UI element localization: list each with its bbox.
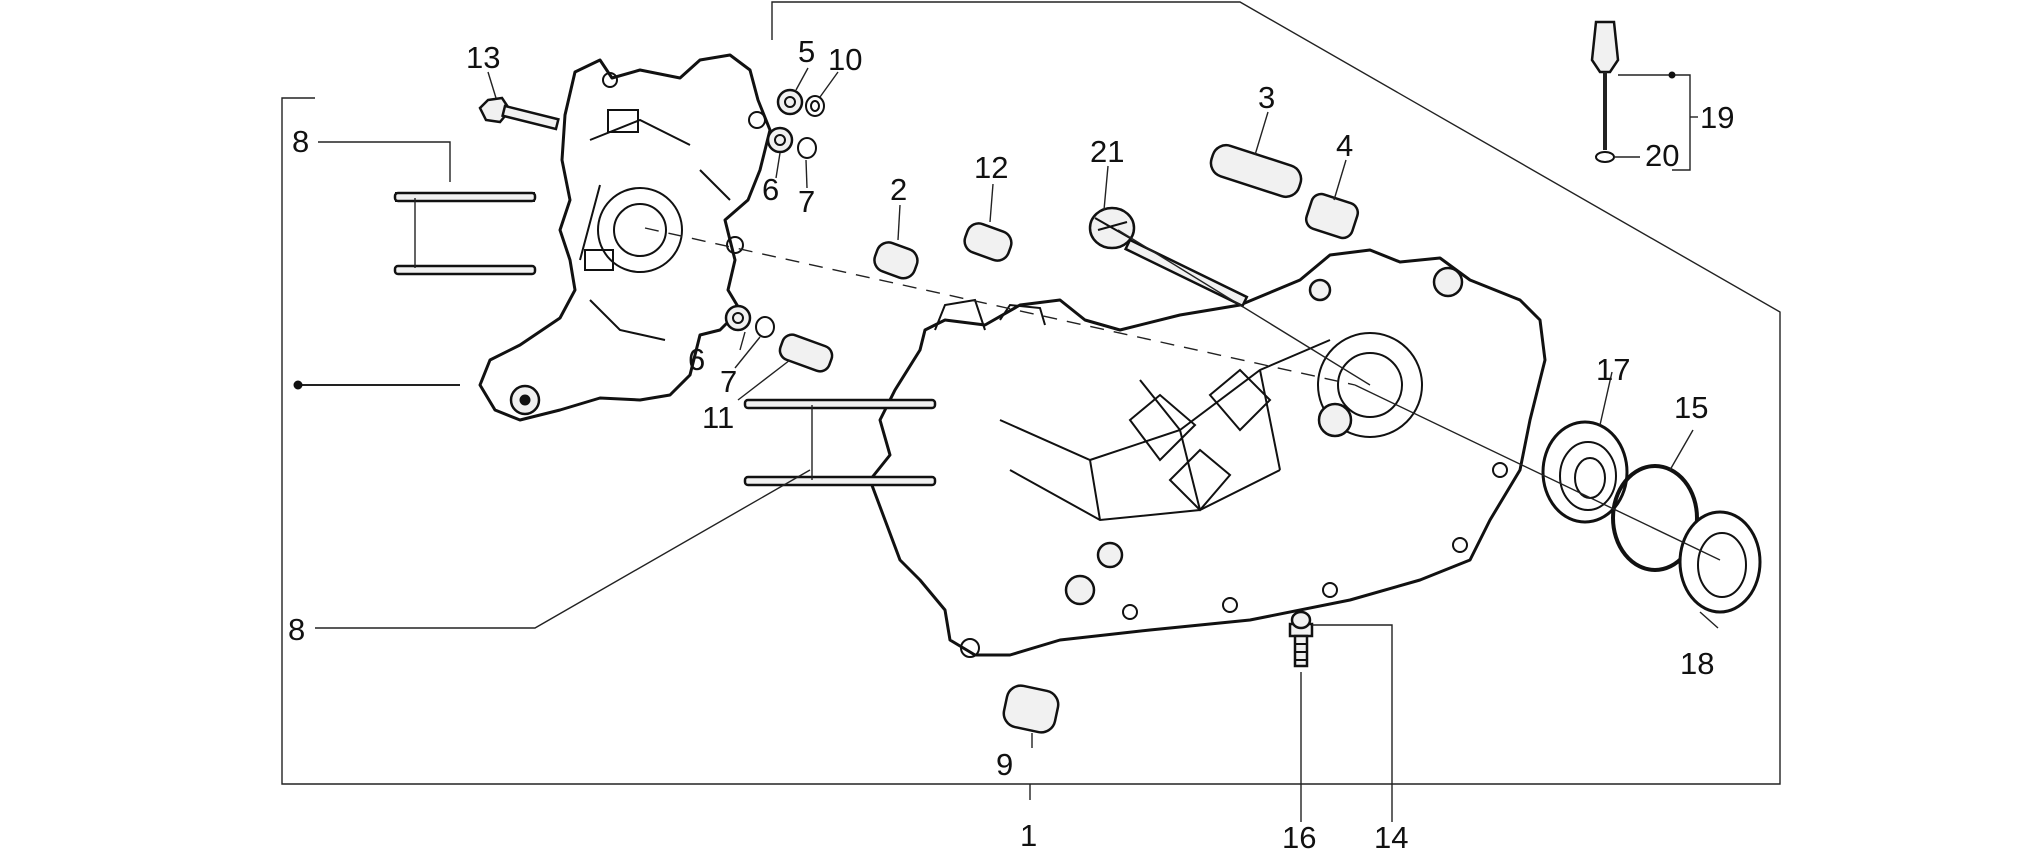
callout-3: 3 — [1258, 80, 1275, 115]
bolt-13 — [478, 96, 560, 131]
stud-pair-upper — [393, 191, 537, 276]
callout-5: 5 — [798, 34, 815, 69]
bushing-4 — [1304, 192, 1360, 240]
leader-lines — [293, 67, 1719, 822]
callout-19: 19 — [1700, 100, 1734, 135]
right-crankcase-half — [868, 248, 1547, 658]
circlip-15 — [1611, 464, 1699, 572]
callout-7-lower: 7 — [720, 364, 737, 399]
callout-15: 15 — [1674, 390, 1708, 425]
callout-8-lower: 8 — [288, 612, 305, 647]
washer-7-upper — [797, 137, 817, 159]
callout-18: 18 — [1680, 646, 1714, 681]
callout-17: 17 — [1596, 352, 1630, 387]
left-crankcase-half — [478, 53, 772, 422]
callout-6-upper: 6 — [762, 172, 779, 207]
callout-labels: 1 2 3 4 5 6 6 7 7 8 8 9 10 11 12 13 14 1… — [288, 34, 1734, 850]
callout-16: 16 — [1282, 820, 1316, 850]
nut-5 — [776, 88, 804, 116]
callout-12: 12 — [974, 150, 1008, 185]
washer-14 — [1290, 610, 1312, 630]
callout-13: 13 — [466, 40, 500, 75]
stud-pair-lower — [743, 398, 937, 487]
callout-11: 11 — [702, 400, 734, 435]
sleeve-11 — [778, 333, 834, 373]
callout-21: 21 — [1090, 134, 1124, 169]
drain-plug-16 — [1288, 622, 1314, 668]
washer-7-lower — [755, 316, 775, 338]
bushing-9 — [1002, 684, 1060, 734]
nut-6-upper — [766, 126, 794, 154]
gear-shaft-21 — [1088, 206, 1249, 308]
assembly-bracket — [281, 1, 1781, 800]
callout-7-upper: 7 — [798, 184, 815, 219]
callout-9: 9 — [996, 747, 1013, 782]
callout-1: 1 — [1020, 818, 1037, 850]
callout-6-lower: 6 — [688, 342, 705, 377]
bearing-17 — [1541, 420, 1629, 524]
seal-18 — [1678, 510, 1762, 614]
washer-10 — [805, 95, 825, 117]
callout-4: 4 — [1336, 128, 1353, 163]
dowel-12 — [963, 222, 1013, 262]
callout-20: 20 — [1645, 138, 1679, 173]
pin-3 — [1209, 143, 1303, 199]
callout-8-upper: 8 — [292, 124, 309, 159]
alignment-lines — [644, 227, 1721, 561]
callout-10: 10 — [828, 42, 862, 77]
dowel-2 — [873, 241, 919, 280]
callout-2: 2 — [890, 172, 907, 207]
nut-6-lower — [724, 304, 752, 332]
washer-20 — [1595, 151, 1615, 163]
callout-14: 14 — [1374, 820, 1408, 850]
dipstick-19 — [1590, 20, 1620, 150]
